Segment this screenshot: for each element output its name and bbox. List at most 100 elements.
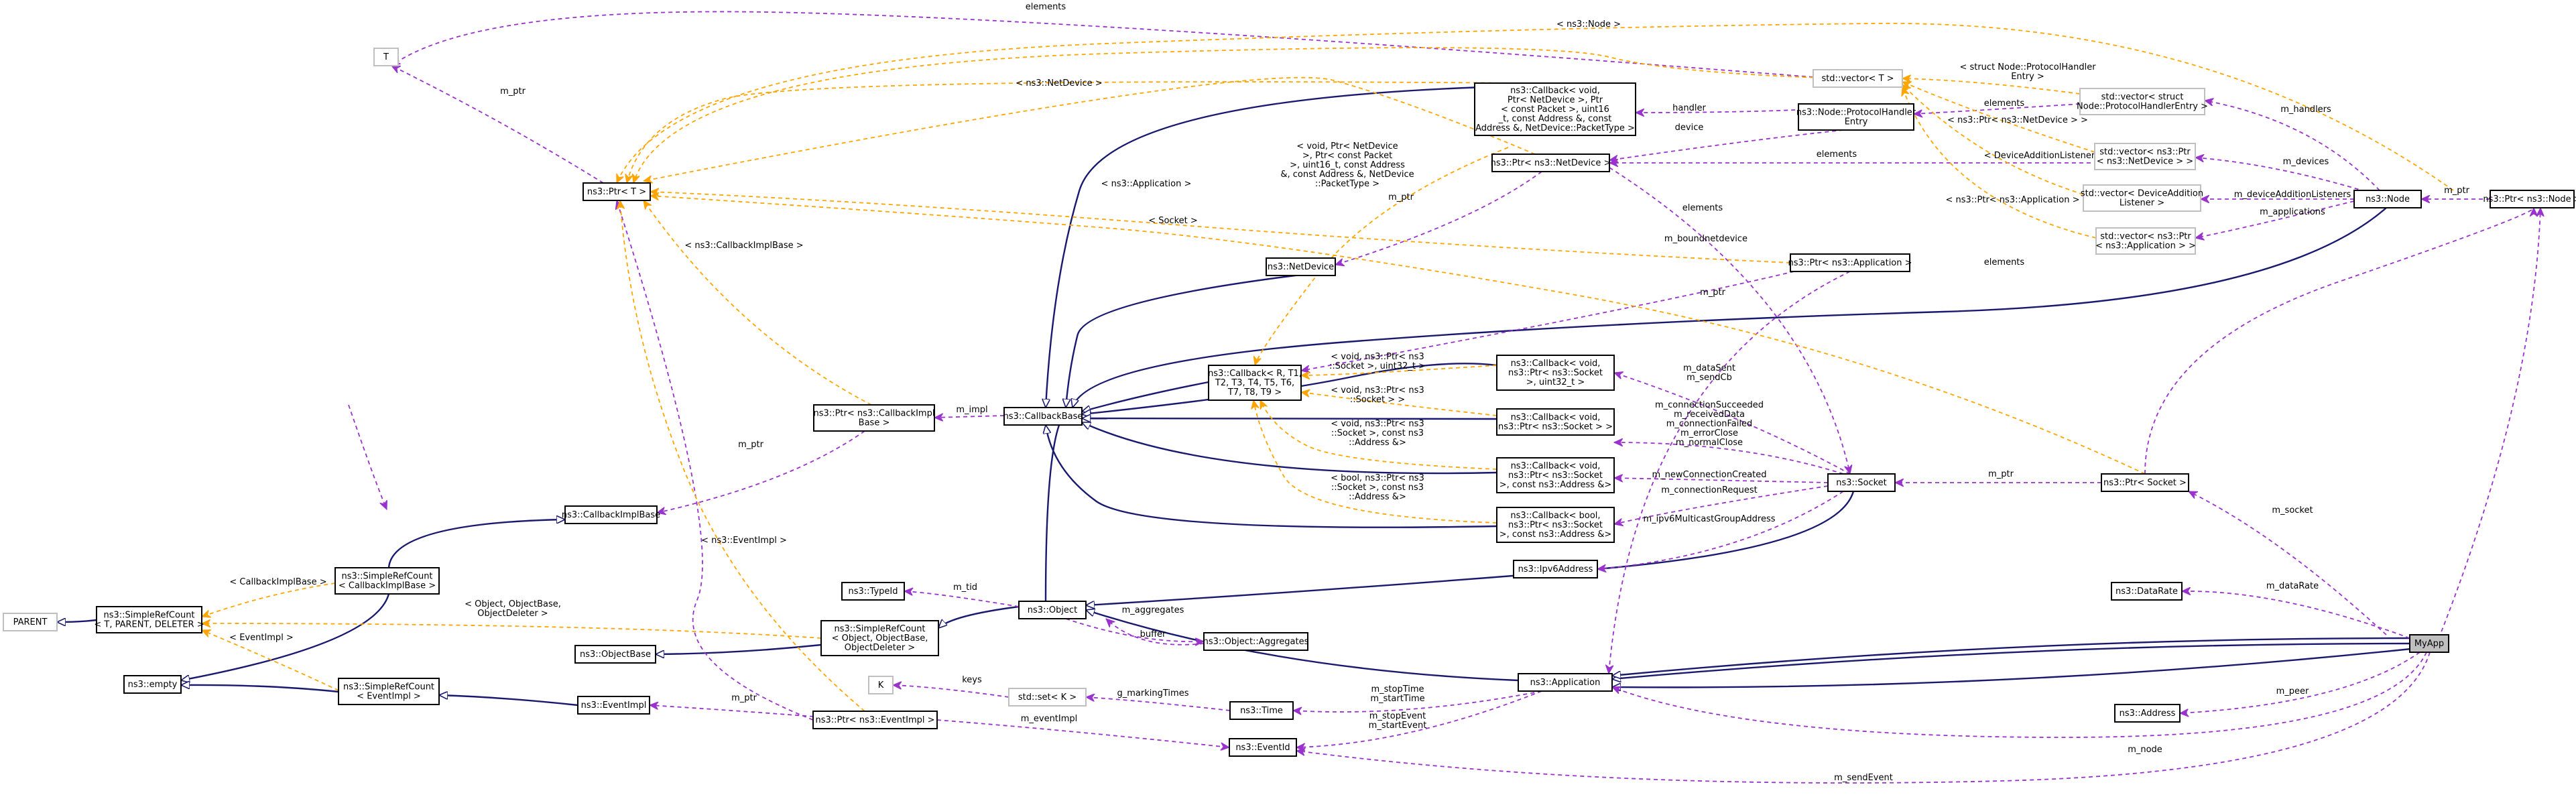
- node-srcevi[interactable]: ns3::SimpleRefCount< EventImpl >: [338, 678, 440, 705]
- node-empty[interactable]: ns3::empty: [123, 675, 182, 694]
- node-cbbool[interactable]: ns3::Callback< bool,ns3::Ptr< ns3::Socke…: [1496, 507, 1615, 543]
- usage-edge: [893, 685, 1009, 698]
- node-box: [1496, 408, 1615, 436]
- usage-edge: [1614, 478, 1829, 483]
- inheritance-edge: [1082, 421, 1497, 475]
- node-callbackbase[interactable]: ns3::CallbackBase: [1003, 407, 1083, 426]
- keys-edge-label: keys: [962, 675, 982, 685]
- node-box: [373, 48, 399, 66]
- node-aggregates[interactable]: ns3::Object::Aggregates: [1203, 632, 1309, 651]
- usage-edge: [1636, 109, 1811, 113]
- node-srccib[interactable]: ns3::SimpleRefCount< CallbackImplBase >: [334, 567, 440, 595]
- m-boundnd-edge-label: m_boundnetdevice: [1664, 234, 1747, 244]
- node-box: [2114, 704, 2181, 723]
- node-srcobj[interactable]: ns3::SimpleRefCount< Object, ObjectBase,…: [820, 620, 939, 656]
- node-label: ns3::CallbackImplBase: [562, 510, 660, 520]
- node-vecnd[interactable]: std::vector< ns3::Ptr< ns3::NetDevice > …: [2094, 143, 2196, 170]
- inheritance-edge: [1612, 648, 2412, 687]
- node-cbsent[interactable]: ns3::Callback< void,ns3::Ptr< ns3::Socke…: [1496, 355, 1615, 391]
- node-objectbase[interactable]: ns3::ObjectBase: [574, 645, 656, 664]
- connreq-edge-label: m_connectionRequest: [1661, 485, 1758, 495]
- node-label: ns3::SimpleRefCount< Object, ObjectBase,…: [832, 624, 928, 653]
- usage-edge: [1335, 171, 1542, 265]
- usage-edge: [617, 200, 814, 721]
- usage-edge: [1609, 271, 1851, 674]
- eventimpl-tpl-edge-label: < EventImpl >: [229, 633, 294, 643]
- inheritance-edge: [181, 685, 339, 693]
- node-cbrecv[interactable]: ns3::Callback< void,Ptr< NetDevice >, Pt…: [1474, 82, 1636, 136]
- node-application[interactable]: ns3::Application: [1518, 673, 1613, 692]
- node-cbgen[interactable]: ns3::Callback< R, T1,T2, T3, T4, T5, T6,…: [1208, 365, 1302, 401]
- node-ptrsocket[interactable]: ns3::Ptr< Socket >: [2101, 473, 2189, 492]
- node-vecapp[interactable]: std::vector< ns3::Ptr< ns3::Application …: [2095, 227, 2196, 255]
- node-ptrnd[interactable]: ns3::Ptr< ns3::NetDevice >: [1491, 154, 1611, 172]
- node-cbsock[interactable]: ns3::Callback< void,ns3::Ptr< ns3::Socke…: [1496, 408, 1615, 436]
- node-label: ns3::Ptr< Socket >: [2103, 478, 2187, 488]
- usage-edge: [1914, 103, 2081, 114]
- node-box: [1790, 253, 1910, 272]
- node-netdevice[interactable]: ns3::NetDevice: [1266, 257, 1336, 276]
- node-ptrevi[interactable]: ns3::Ptr< ns3::EventImpl >: [812, 711, 938, 729]
- node-eventid[interactable]: ns3::EventId: [1229, 738, 1297, 757]
- node-vecT[interactable]: std::vector< T >: [1813, 69, 1903, 88]
- node-object[interactable]: ns3::Object: [1018, 601, 1087, 619]
- inheritance-edge: [181, 593, 390, 680]
- node-box: [820, 620, 939, 656]
- node-label: ns3::Callback< void,ns3::Ptr< ns3::Socke…: [1498, 413, 1613, 432]
- node-time[interactable]: ns3::Time: [1229, 701, 1294, 720]
- inheritance-edge: [1046, 425, 1497, 528]
- node-label: std::set< K >: [1018, 692, 1077, 702]
- node-parent[interactable]: PARENT: [3, 613, 58, 631]
- usage-edge: [2195, 158, 2380, 196]
- node-box: [1798, 103, 1914, 131]
- node-setK[interactable]: std::set< K >: [1008, 688, 1087, 707]
- cbsent-tpl-edge-label: < void, ns3::Ptr< ns3::Socket >, uint32_…: [1329, 352, 1426, 371]
- node-myapp[interactable]: MyApp: [2409, 634, 2449, 653]
- node-T[interactable]: T: [373, 48, 399, 66]
- node-cib[interactable]: ns3::CallbackImplBase: [562, 505, 660, 524]
- node-K[interactable]: K: [868, 676, 894, 694]
- node-label: ns3::Callback< void,ns3::Ptr< ns3::Socke…: [1508, 359, 1603, 387]
- usage-edge: [2189, 491, 2387, 635]
- node-label: ns3::Ptr< ns3::NetDevice >: [1491, 158, 1611, 168]
- node-node[interactable]: ns3::Node: [2353, 190, 2422, 208]
- node-label: ns3::EventId: [1235, 743, 1290, 753]
- node-box: [577, 696, 650, 715]
- node-box: [338, 678, 440, 705]
- usage-edge: [904, 591, 1020, 607]
- node-label: PARENT: [13, 617, 48, 627]
- node-label: ns3::Callback< bool,ns3::Ptr< ns3::Socke…: [1499, 511, 1611, 540]
- node-datarate[interactable]: ns3::DataRate: [2111, 582, 2183, 601]
- socket-tpl-edge-label: < Socket >: [1148, 216, 1198, 226]
- node-ptrT[interactable]: ns3::Ptr< T >: [582, 182, 651, 201]
- node-address[interactable]: ns3::Address: [2114, 704, 2181, 723]
- node-box: [2101, 473, 2189, 492]
- node-socket[interactable]: ns3::Socket: [1827, 473, 1896, 492]
- template-edge: [1301, 365, 1497, 375]
- inheritance-edge: [439, 695, 578, 707]
- node-ptrapp[interactable]: ns3::Ptr< ns3::Application >: [1788, 253, 1912, 272]
- node-box: [1208, 365, 1302, 401]
- template-edge: [1902, 78, 2081, 95]
- node-typeid[interactable]: ns3::TypeId: [841, 582, 905, 601]
- m-datarate-edge-label: m_dataRate: [2266, 581, 2319, 591]
- node-srcgen[interactable]: ns3::SimpleRefCount< T, PARENT, DELETER …: [94, 606, 204, 633]
- node-label: ns3::Socket: [1836, 478, 1887, 488]
- node-ptrnode[interactable]: ns3::Ptr< ns3::Node >: [2483, 190, 2576, 208]
- m-tid-edge-label: m_tid: [953, 583, 977, 593]
- node-box: [1491, 154, 1610, 172]
- usage-edge: [936, 719, 1229, 747]
- inheritance-edge: [1086, 610, 1519, 682]
- template-edge: [202, 623, 822, 639]
- node-box: [2094, 143, 2196, 170]
- node-eventimpl[interactable]: ns3::EventImpl: [577, 696, 650, 715]
- usage-edge: [2182, 591, 2410, 639]
- node-label: ns3::SimpleRefCount< EventImpl >: [343, 682, 434, 702]
- node-ipv6[interactable]: ns3::Ipv6Address: [1513, 560, 1598, 578]
- node-cbsockaddr[interactable]: ns3::Callback< void,ns3::Ptr< ns3::Socke…: [1496, 457, 1615, 493]
